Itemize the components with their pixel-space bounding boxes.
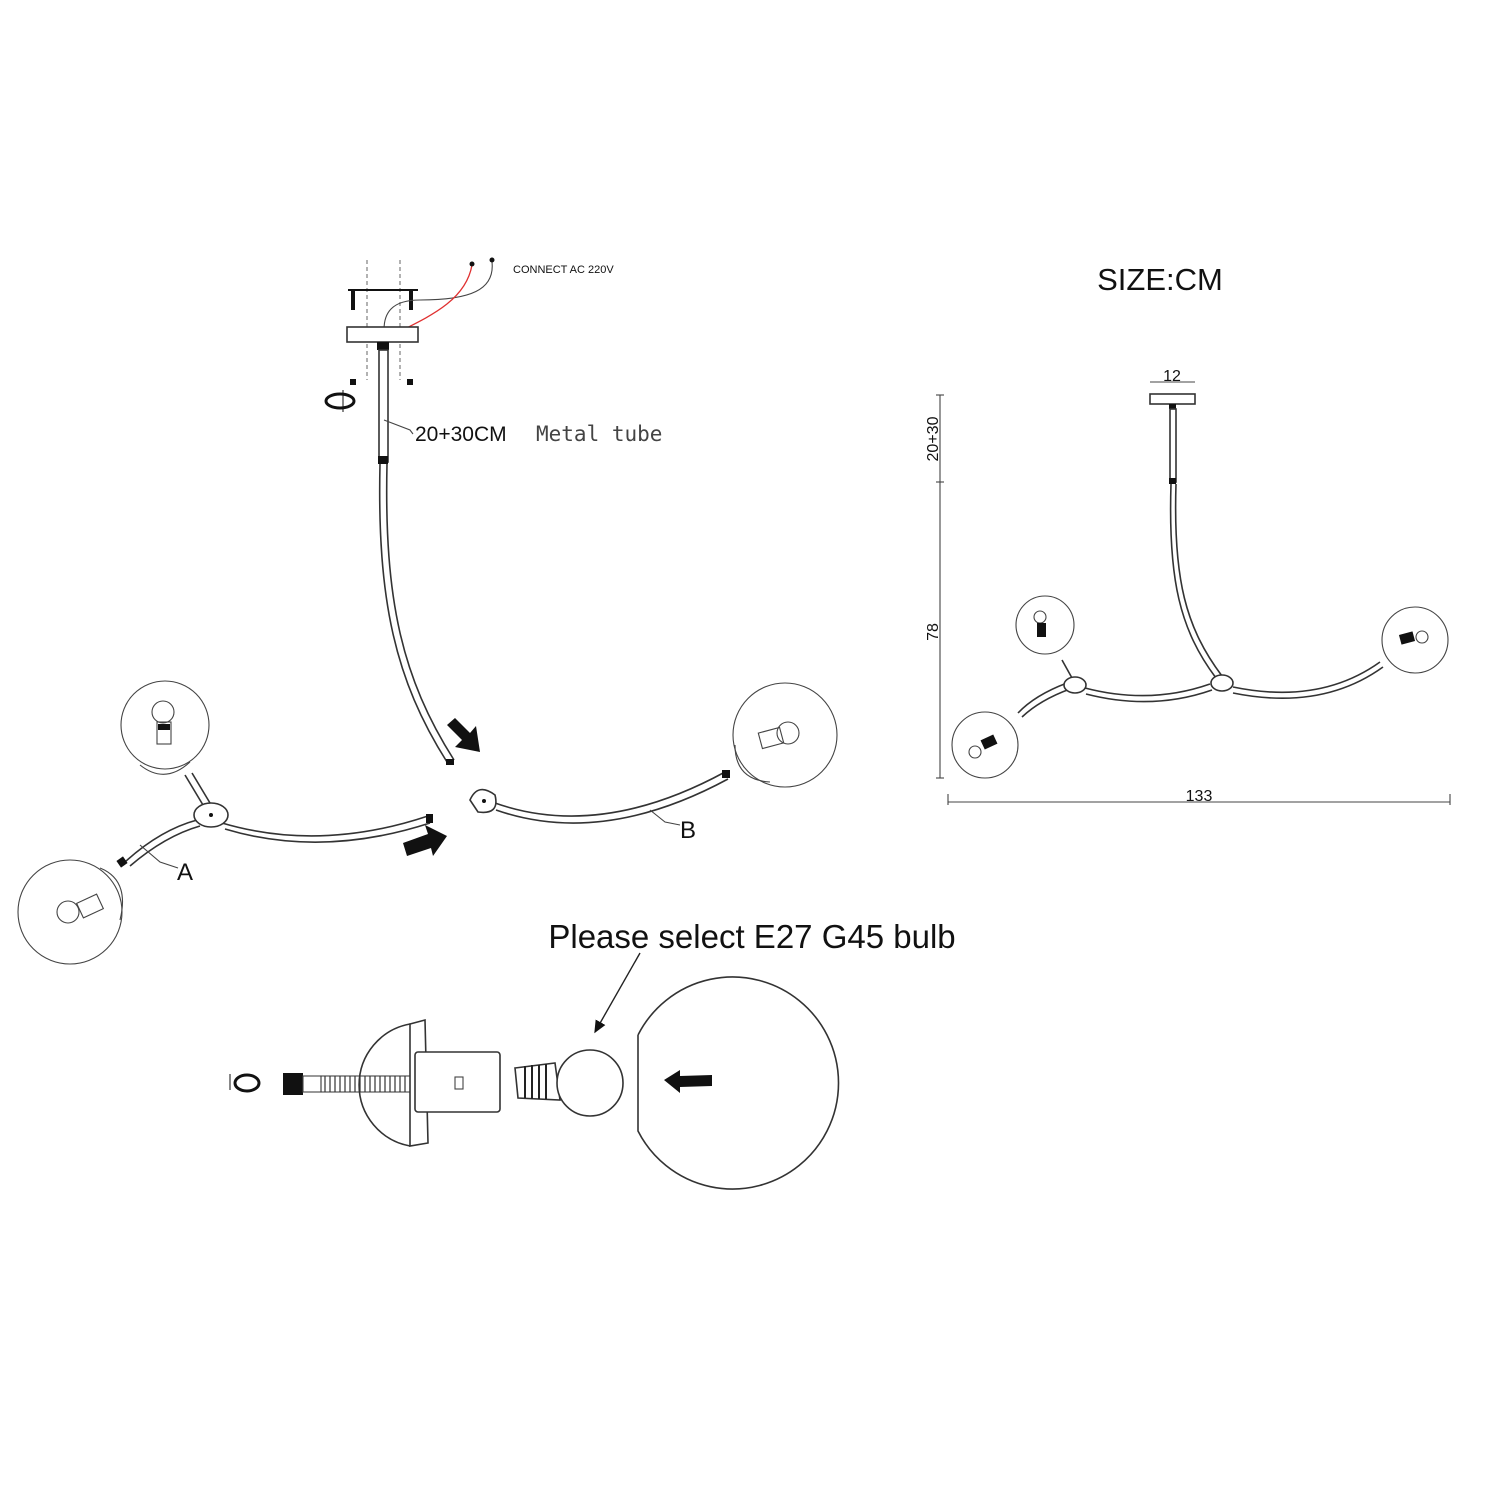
part-b-label: B [680,817,696,844]
size-unit-title: SIZE:CM [1097,262,1223,297]
rotate-icon [324,390,356,412]
canopy [346,326,419,343]
glass-globe [951,711,1019,779]
bulb-note: Please select E27 G45 bulb [548,918,955,955]
part-b-assembly: B [469,682,838,844]
dimension-view: SIZE:CM 12 20+30 78 1 [925,262,1451,805]
tube-label: Metal tube [536,422,662,446]
cup-cover [358,1023,411,1147]
glass-globe [120,680,210,770]
drop-height-label: 78 [925,623,942,641]
hub [1063,676,1087,694]
tube-length-label: 20+30CM [415,423,507,446]
arrow-icon [403,825,447,856]
bulb-base [514,1062,561,1101]
bulb-exploded-view: Please select E27 G45 bulb [229,918,956,1190]
glass-globe [732,682,838,788]
total-width-label: 133 [1186,788,1213,805]
screw-icon [350,379,356,385]
canopy-width-label: 12 [1163,368,1181,385]
arrow-icon [447,718,480,752]
installation-view: CONNECT AC 220V 20+30CM Metal tube [17,257,838,965]
neutral-wire [383,261,493,341]
ceiling-bracket [348,260,418,385]
connect-label: CONNECT AC 220V [513,264,614,276]
glass-globe [1381,606,1449,674]
rotate-icon [229,1073,261,1093]
plate [409,1018,429,1147]
nut [283,1073,303,1095]
rod-length-label: 20+30 [925,416,942,461]
socket [414,1051,501,1113]
screw-icon [407,379,413,385]
arrow-left-icon [664,1070,712,1093]
threaded-rod [324,1076,406,1092]
part-a-assembly: A [17,680,433,965]
part-a-label: A [177,859,193,886]
glass-globe [637,976,840,1190]
glass-globe [1015,595,1075,655]
hub [1210,674,1234,692]
glass-globe [17,859,123,965]
g45-bulb [556,1049,624,1117]
metal-tube [378,349,389,463]
